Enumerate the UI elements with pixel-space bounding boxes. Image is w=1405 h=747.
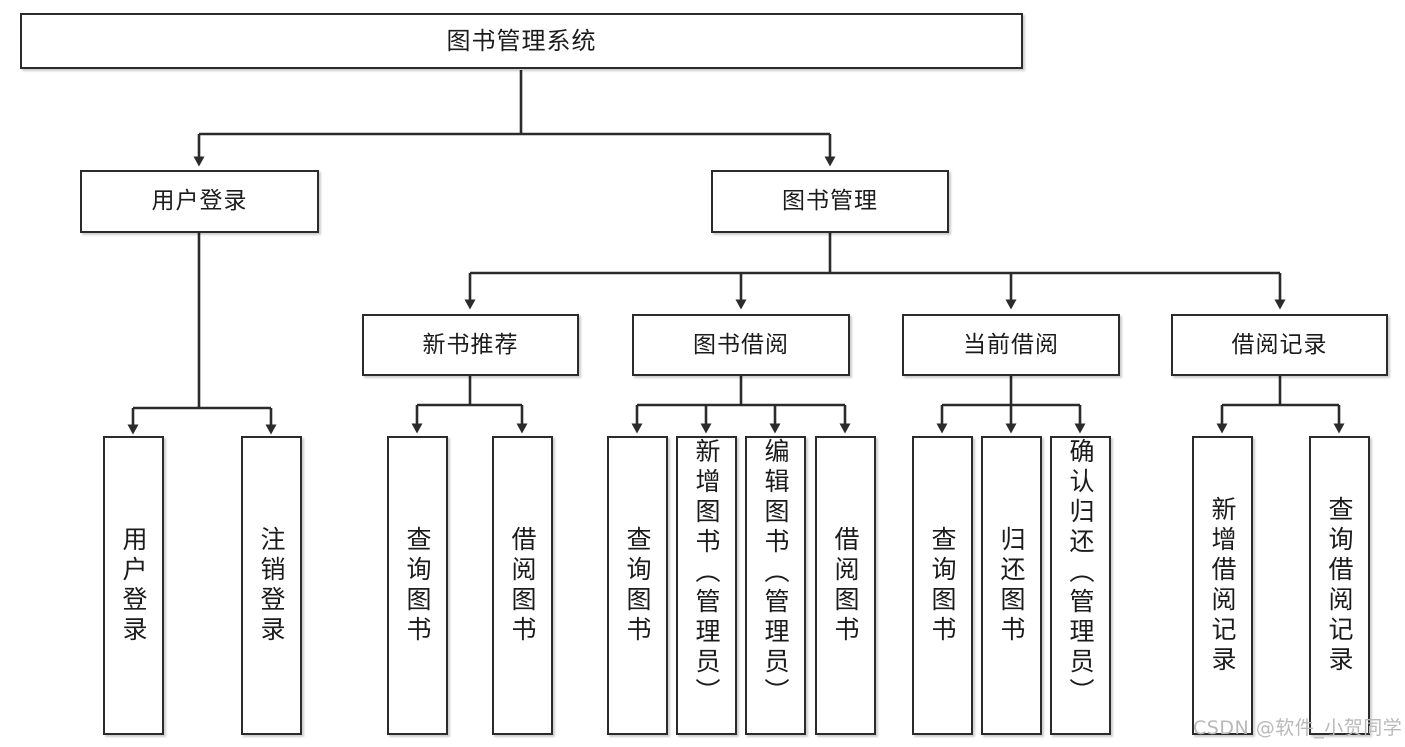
node-label: 用户登录 [151,188,248,215]
node-label: 新书推荐 [422,331,519,358]
node-user-login[interactable]: 用户登录 [80,170,319,233]
node-label: 当前借阅 [963,331,1059,358]
leaf-recommend-borrow-book[interactable]: 借阅图书 [492,436,553,735]
csdn-watermark: CSDN @软件_小贺同学 [1193,717,1403,739]
node-label: 用户登录 [119,525,148,646]
leaf-record-query-record[interactable]: 查询借阅记录 [1309,436,1370,735]
node-label: 图书管理 [782,188,878,215]
node-label: 查询借阅记录 [1325,495,1354,676]
node-new-book-recommend[interactable]: 新书推荐 [362,314,579,376]
leaf-borrow-add-book[interactable]: 新增图书（管理员） [676,436,737,735]
node-label: 查询图书 [928,525,957,646]
node-label: 归还图书 [997,525,1026,646]
leaf-current-confirm-return[interactable]: 确认归还（管理员） [1050,436,1111,735]
node-label: 借阅图书 [508,525,537,646]
leaf-current-query-book[interactable]: 查询图书 [912,436,973,735]
node-label: 确认归还（管理员） [1066,438,1095,708]
node-label: 新增借阅记录 [1208,495,1237,676]
node-current-borrow[interactable]: 当前借阅 [902,314,1120,376]
leaf-record-add-record[interactable]: 新增借阅记录 [1192,436,1253,735]
node-book-manage[interactable]: 图书管理 [711,170,949,233]
node-label: 图书借阅 [693,331,789,358]
node-root-system[interactable]: 图书管理系统 [20,13,1023,69]
leaf-user-login[interactable]: 用户登录 [103,436,164,735]
node-label: 注销登录 [257,525,286,646]
node-book-borrow[interactable]: 图书借阅 [632,314,850,376]
node-borrow-record[interactable]: 借阅记录 [1171,314,1388,376]
node-label: 新增图书（管理员） [692,438,721,708]
node-label: 借阅图书 [831,525,860,646]
node-label: 图书管理系统 [446,27,597,55]
leaf-borrow-lend-book[interactable]: 借阅图书 [815,436,876,735]
leaf-borrow-query-book[interactable]: 查询图书 [607,436,668,735]
leaf-recommend-query-book[interactable]: 查询图书 [387,436,448,735]
node-label: 查询图书 [403,525,432,646]
leaf-user-logout[interactable]: 注销登录 [241,436,302,735]
node-label: 查询图书 [623,525,652,646]
leaf-current-return-book[interactable]: 归还图书 [981,436,1042,735]
node-label: 借阅记录 [1231,331,1328,358]
leaf-borrow-edit-book[interactable]: 编辑图书（管理员） [745,436,806,735]
node-label: 编辑图书（管理员） [761,438,790,708]
